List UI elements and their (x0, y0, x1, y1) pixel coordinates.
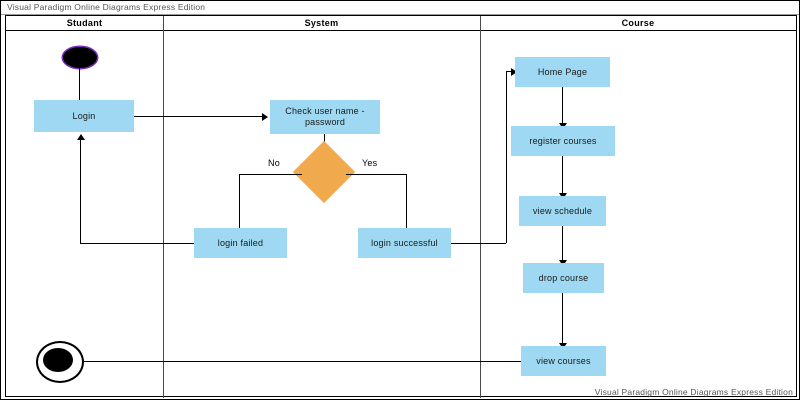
lane-header-course[interactable]: Course (480, 16, 796, 31)
activity-home-page-label: Home Page (537, 66, 588, 77)
flow-decision-yes-horizontal (346, 174, 406, 175)
lane-header-system-label: System (304, 18, 339, 28)
activity-login-successful-label: login successful (371, 237, 438, 248)
activity-register-courses-label: register courses (529, 135, 597, 146)
arrowhead-login-failed-to-login (76, 134, 85, 140)
swimlane-frame: Studant System Course Login Check user n… (5, 15, 797, 398)
final-node[interactable] (36, 341, 84, 383)
lane-header-course-label: Course (621, 18, 655, 28)
flow-login-successful-to-home-horizontal (451, 243, 506, 244)
flow-drop-to-view-courses (562, 293, 563, 347)
flow-login-successful-to-home-entry (506, 71, 514, 72)
activity-view-courses-label: view courses (536, 355, 591, 366)
app-titlebar-label: Visual Paradigm Online Diagrams Express … (7, 2, 206, 12)
activity-login-successful[interactable]: login successful (358, 228, 451, 258)
watermark-label: Visual Paradigm Online Diagrams Express … (594, 387, 793, 397)
flow-schedule-to-drop (562, 226, 563, 264)
activity-login-label: Login (72, 110, 96, 121)
arrowhead-login-successful-to-home (511, 67, 517, 76)
lane-header-student[interactable]: Studant (6, 16, 163, 31)
activity-check-credentials[interactable]: Check user name - password (270, 100, 380, 134)
activity-register-courses[interactable]: register courses (511, 126, 615, 156)
flow-login-to-check (134, 116, 267, 117)
flow-view-courses-to-final (73, 361, 521, 362)
flow-decision-no-vertical (239, 174, 240, 236)
activity-drop-course[interactable]: drop course (523, 263, 604, 293)
activity-view-schedule-label: view schedule (532, 205, 593, 216)
flow-initial-to-login (79, 68, 80, 103)
lane-divider-system-course (480, 16, 481, 398)
flow-decision-yes-vertical (406, 174, 407, 236)
flow-login-failed-to-login-horizontal (80, 243, 194, 244)
decision-node[interactable] (292, 140, 356, 204)
guard-label-yes: Yes (362, 158, 378, 168)
activity-drop-course-label: drop course (538, 272, 589, 283)
activity-login-failed[interactable]: login failed (194, 228, 287, 258)
app-titlebar: Visual Paradigm Online Diagrams Express … (1, 1, 799, 15)
activity-view-courses[interactable]: view courses (521, 346, 606, 376)
final-node-center (43, 348, 73, 372)
flow-login-failed-to-login-vertical (80, 140, 81, 243)
activity-check-credentials-label: Check user name - password (285, 106, 365, 127)
activity-home-page[interactable]: Home Page (515, 57, 610, 87)
arrowhead-login-to-check (262, 112, 268, 121)
flow-home-to-register (562, 87, 563, 127)
flow-decision-no-horizontal (239, 174, 302, 175)
activity-view-schedule[interactable]: view schedule (519, 196, 606, 226)
activity-login[interactable]: Login (34, 100, 134, 132)
lane-divider-student-system (163, 16, 164, 398)
lane-header-student-label: Studant (66, 18, 103, 28)
activity-login-failed-label: login failed (217, 237, 264, 248)
initial-node[interactable] (63, 47, 97, 68)
flow-register-to-schedule (562, 156, 563, 197)
flow-login-successful-to-home-vertical (506, 71, 507, 243)
guard-label-no: No (268, 158, 280, 168)
lane-header-system[interactable]: System (163, 16, 480, 31)
